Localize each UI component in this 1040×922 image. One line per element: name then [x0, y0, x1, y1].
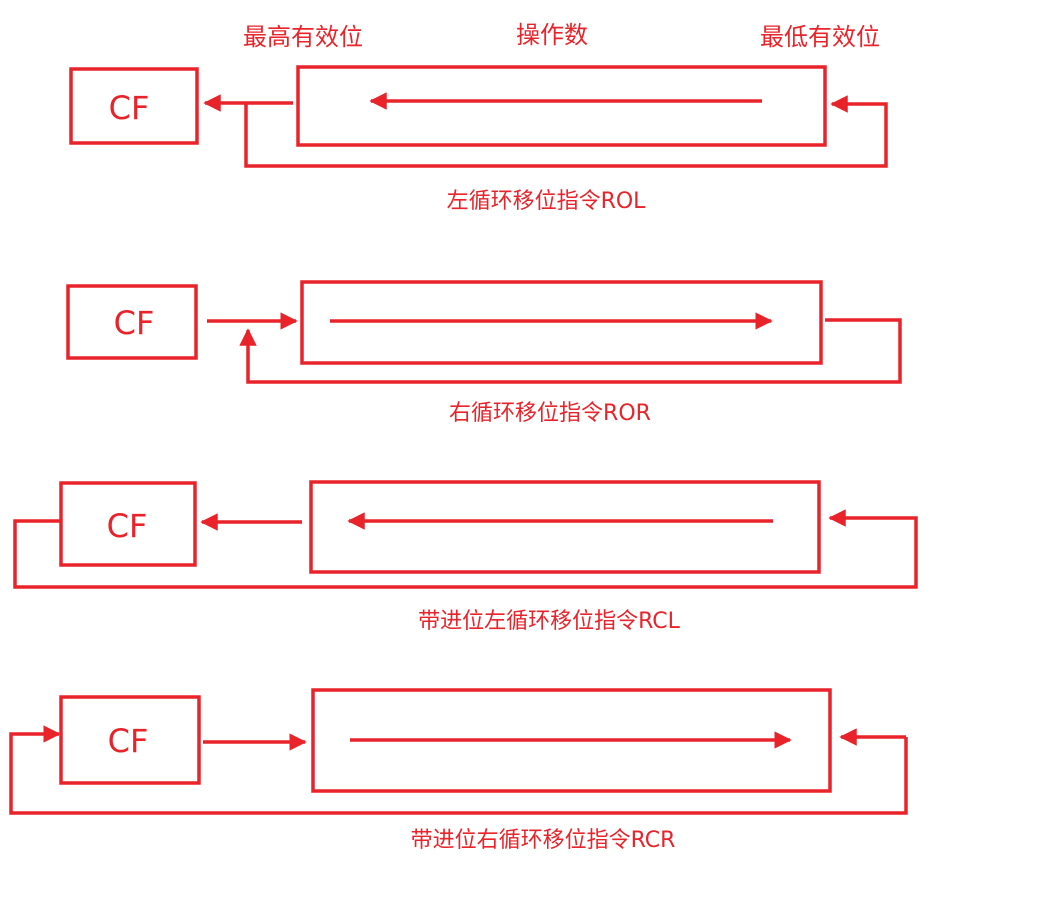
rcl-operand-box: [309, 480, 821, 574]
rcr-operand-box: [311, 688, 832, 793]
rcl-feedback-arrow: [13, 509, 918, 589]
rcr-cf-label: CF: [108, 722, 149, 760]
rol-operand-box: [296, 65, 827, 147]
rcl-cf-label: CF: [107, 507, 148, 545]
rcr-diagram: CF 带进位右循环移位指令RCR: [9, 688, 908, 853]
msb-label: 最高有效位: [243, 23, 363, 51]
rcl-cf-box: [59, 481, 197, 567]
rol-caption: 左循环移位指令ROL: [447, 189, 647, 214]
ror-cf-label: CF: [114, 304, 155, 342]
ror-feedback-arrow: [239, 318, 902, 384]
rol-diagram: CF 左循环移位指令ROL: [69, 65, 888, 214]
rol-feedback-arrow: [244, 95, 888, 168]
ror-operand-box: [300, 280, 823, 365]
lsb-label: 最低有效位: [760, 23, 880, 51]
ror-cf-box: [66, 284, 198, 360]
rol-cf-label: CF: [109, 89, 150, 127]
rcl-diagram: CF 带进位左循环移位指令RCL: [13, 480, 918, 634]
operand-label: 操作数: [516, 21, 588, 49]
ror-caption: 右循环移位指令ROR: [449, 401, 651, 426]
rcr-cf-box: [59, 695, 201, 785]
rcr-feedback-arrow: [9, 725, 908, 815]
rcr-caption: 带进位右循环移位指令RCR: [411, 828, 676, 853]
rcl-caption: 带进位左循环移位指令RCL: [418, 609, 681, 634]
rol-cf-box: [69, 67, 199, 145]
ror-diagram: CF 右循环移位指令ROR: [66, 280, 902, 426]
